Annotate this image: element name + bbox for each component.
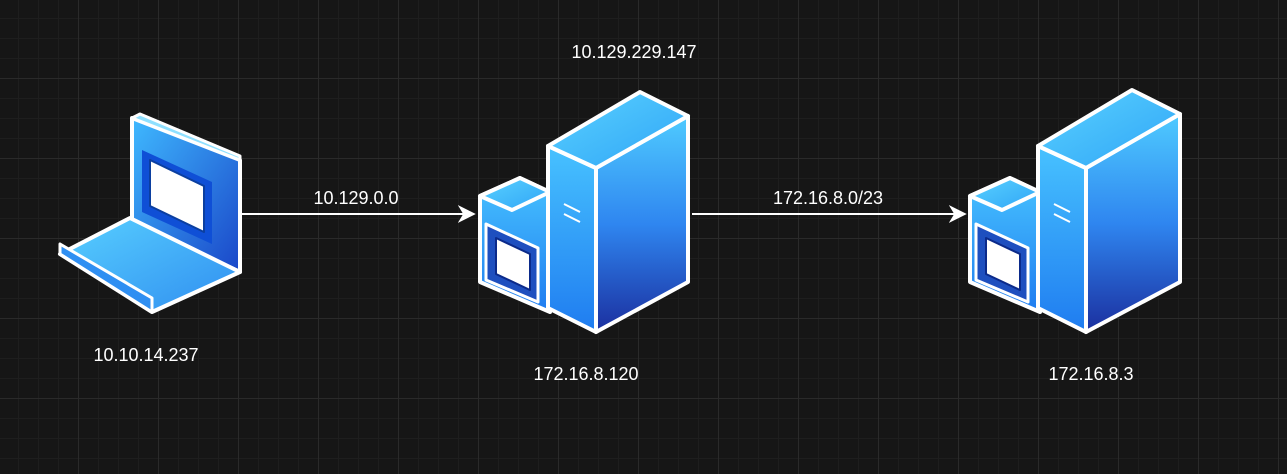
laptop-icon[interactable]: [58, 112, 242, 314]
edge-label-pivot-to-target: 172.16.8.0/23: [772, 188, 884, 208]
attacker-ip-label: 10.10.14.237: [93, 345, 199, 365]
target-ip-label: 172.16.8.3: [1048, 364, 1134, 384]
server-icon[interactable]: [478, 90, 690, 334]
pivot-external-ip-label: 10.129.229.147: [571, 42, 697, 62]
server-icon[interactable]: [968, 88, 1182, 334]
edge-label-attacker-to-pivot: 10.129.0.0: [313, 188, 399, 208]
pivot-internal-ip-label: 172.16.8.120: [533, 364, 639, 384]
